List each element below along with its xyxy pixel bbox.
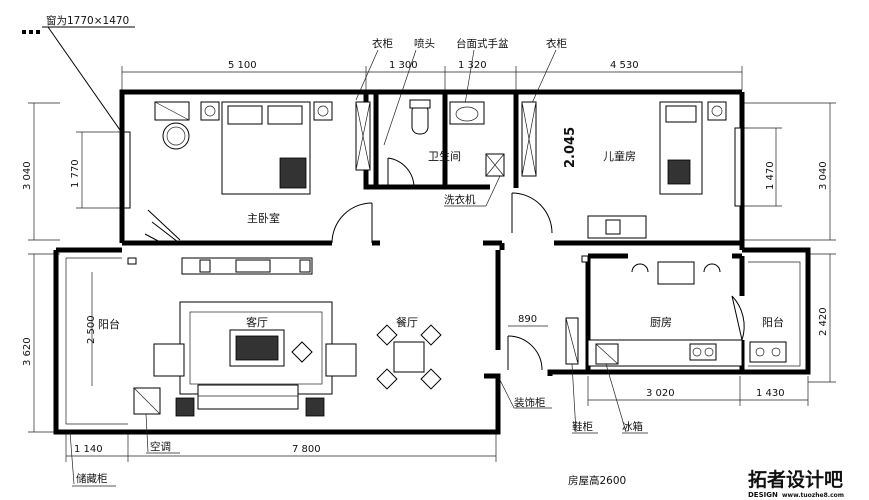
dim-top-5100: 5 100 — [228, 60, 257, 71]
window-master — [123, 131, 131, 209]
kitchen-table-icon — [657, 261, 695, 285]
label-fridge: 冰箱 — [622, 420, 643, 433]
dim-left-3040: 3 040 — [22, 161, 33, 190]
room-living: 客厅 — [246, 315, 268, 329]
bathroom-fixtures: 卫生间 洗衣机 — [409, 99, 505, 207]
dim-bottom-3020: 3 020 — [646, 388, 675, 399]
room-kids: 儿童房 — [603, 149, 636, 163]
lamp-icon — [200, 101, 220, 121]
kids-room-furniture: 2.045 儿童房 — [521, 101, 727, 239]
sofa-icon — [197, 384, 299, 410]
label-decor-cabinet: 装饰柜 — [514, 396, 546, 409]
label-basin: 台面式手盆 — [456, 37, 509, 50]
dim-right-2420: 2 420 — [818, 307, 829, 336]
walls — [53, 89, 811, 435]
windows — [123, 127, 742, 265]
label-washer: 洗衣机 — [444, 193, 476, 206]
stove-icon — [749, 341, 787, 363]
dim-right-3040: 3 040 — [818, 161, 829, 190]
dim-left-2500: 2 500 — [86, 315, 97, 344]
top-dimensions: 5 100 1 300 1 320 4 530 — [121, 60, 743, 90]
room-bathroom: 卫生间 — [428, 149, 461, 163]
dim-door-890: 890 — [518, 314, 537, 325]
window-note-label: 窗为1770×1470 — [46, 14, 129, 27]
room-dining: 餐厅 — [396, 315, 418, 329]
dim-bath-2045: 2.045 — [563, 127, 578, 168]
dining-table-icon — [393, 341, 425, 373]
dim-bottom-1430: 1 430 — [756, 388, 785, 399]
dim-left-3620: 3 620 — [22, 337, 33, 366]
door-master — [331, 202, 373, 244]
label-aircon: 空调 — [150, 440, 171, 453]
left-dimensions: 3 040 1 770 3 620 2 500 — [22, 102, 130, 433]
watermark-url: www.tuozhe8.com — [782, 492, 844, 499]
right-dimensions: 1 470 3 040 2 420 — [744, 102, 836, 383]
watermark-brand: 拓者设计吧 — [748, 468, 843, 491]
kitchen-fixtures: 厨房 阳台 — [565, 261, 787, 367]
room-balcony-right: 阳台 — [762, 315, 784, 329]
room-balcony-left: 阳台 — [98, 317, 120, 331]
living-room-furniture: 客厅 阳台 — [98, 257, 357, 417]
watermark-prefix: DESIGN — [748, 491, 778, 499]
master-bedroom-furniture: 主卧室 — [144, 101, 371, 243]
label-wardrobe-left: 衣柜 — [372, 37, 393, 50]
label-storage: 储藏柜 — [76, 472, 108, 485]
top-callouts: 衣柜 喷头 台面式手盆 衣柜 — [355, 37, 567, 146]
sink-icon — [689, 343, 717, 361]
bottom-callouts: 装饰柜 鞋柜 冰箱 空调 储藏柜 房屋高2600 — [69, 363, 648, 487]
room-master-bedroom: 主卧室 — [247, 211, 280, 225]
dim-right-1470: 1 470 — [765, 161, 776, 190]
armchair-icon — [153, 343, 185, 377]
label-wardrobe-right: 衣柜 — [546, 37, 567, 50]
window-kids — [734, 127, 742, 207]
dim-top-4530: 4 530 — [610, 60, 639, 71]
dim-top-1320: 1 320 — [458, 60, 487, 71]
dim-bottom-7800: 7 800 — [292, 444, 321, 455]
watermark: 拓者设计吧 DESIGN www.tuozhe8.com — [748, 468, 844, 499]
window-note-group: 窗为1770×1470 — [22, 14, 135, 131]
bottom-dimensions: 1 140 7 800 3 020 1 430 890 — [65, 314, 809, 462]
dim-top-1300: 1 300 — [389, 60, 418, 71]
label-wall-height: 房屋高2600 — [568, 474, 626, 487]
label-shower: 喷头 — [414, 38, 435, 50]
label-shoe-cabinet: 鞋柜 — [572, 420, 593, 433]
doors — [331, 157, 745, 371]
dim-bottom-1140: 1 140 — [74, 444, 103, 455]
dim-left-1770: 1 770 — [70, 159, 81, 188]
armchair-icon-2 — [325, 343, 357, 377]
door-kids — [511, 192, 553, 234]
dining-furniture: 餐厅 — [376, 315, 442, 390]
room-kitchen: 厨房 — [650, 316, 672, 329]
lamp-icon-2 — [313, 101, 333, 121]
door-entry — [507, 335, 543, 371]
